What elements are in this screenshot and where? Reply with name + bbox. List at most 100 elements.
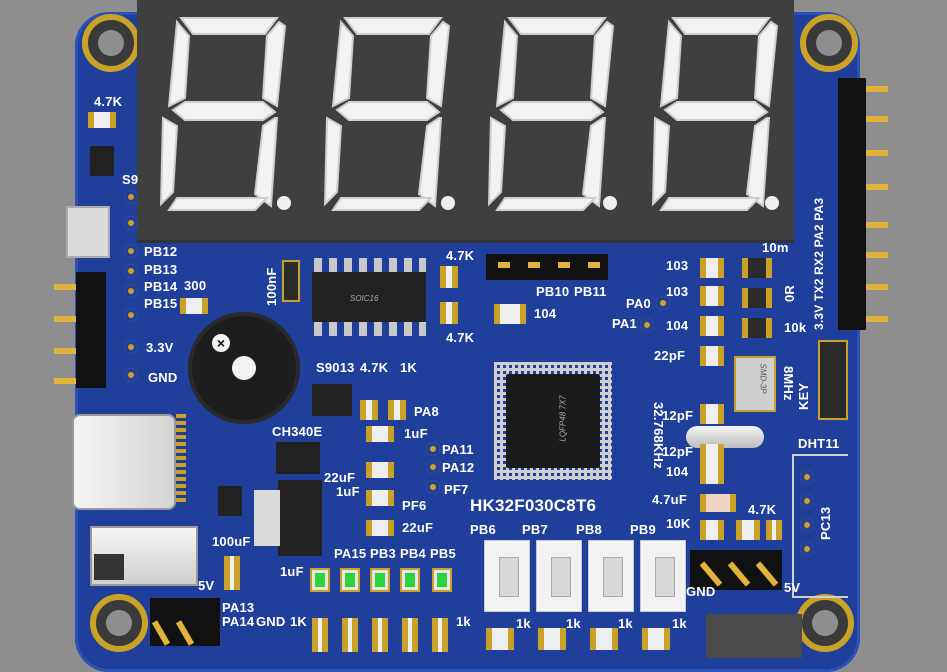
- label-104-mid: 104: [534, 306, 557, 321]
- crystal-8mhz-marking: SMD-3P: [758, 363, 768, 394]
- label-22uf-b: 22uF: [402, 520, 434, 535]
- ic-sot: [218, 486, 242, 516]
- label-4k7-bot: 4.7K: [446, 330, 475, 345]
- label-pb8: PB8: [576, 522, 602, 537]
- label-pa12: PA12: [442, 460, 475, 475]
- crystal-32k: [686, 426, 764, 448]
- label-s9013: S9013: [316, 360, 355, 375]
- led-resistor: [402, 618, 418, 652]
- button-resistor: [538, 628, 566, 650]
- pin-pa0: [656, 296, 670, 310]
- mcu-chip: [506, 374, 600, 468]
- label-pb11: PB11: [574, 284, 607, 299]
- transistor-s9: [90, 146, 114, 176]
- pin-pa12: [426, 460, 440, 474]
- right-angle-header-top: [838, 78, 866, 330]
- label-pa8: PA8: [414, 404, 439, 419]
- header-pin: [866, 222, 888, 228]
- res-r3: [742, 318, 772, 338]
- capacitor-100uf: [224, 556, 240, 590]
- dht11-outline: [792, 454, 848, 598]
- label-10m: 10m: [762, 240, 789, 255]
- label-pb9: PB9: [630, 522, 656, 537]
- pin-dht-3: [800, 518, 814, 532]
- mounting-hole-bottom-right: [796, 594, 854, 652]
- label-btn-res-1: 1k: [516, 616, 531, 631]
- resistor-1k-b: [388, 400, 406, 420]
- label-5v-left: 5V: [198, 578, 215, 593]
- capacitor-104-mid: [494, 304, 526, 324]
- label-10k: 10k: [784, 320, 807, 335]
- buzzer-plus-marker: ×: [212, 334, 230, 352]
- label-pb14: PB14: [144, 279, 178, 294]
- usb-c-connector[interactable]: [72, 414, 176, 510]
- button-pb8[interactable]: [588, 540, 634, 612]
- label-pb3: PB3: [370, 546, 396, 561]
- led-4: [400, 568, 420, 592]
- cap-4u7: [700, 494, 736, 512]
- ic-soic16: [312, 272, 426, 322]
- label-gnd-bottom: GND: [256, 614, 286, 629]
- button-pb9[interactable]: [640, 540, 686, 612]
- label-4u7: 4.7uF: [652, 492, 687, 507]
- label-led-res-1k: 1K: [290, 614, 308, 629]
- led-3: [370, 568, 390, 592]
- button-pb6[interactable]: [484, 540, 530, 612]
- resistor-4k7-b: [360, 400, 378, 420]
- label-btn-res-4: 1k: [672, 616, 687, 631]
- label-300: 300: [184, 278, 207, 293]
- label-4k7-left: 4.7K: [94, 94, 123, 109]
- button-resistor: [642, 628, 670, 650]
- label-1uf-c: 1uF: [280, 564, 304, 579]
- cap-12pf-b: [700, 444, 724, 464]
- buzzer-hole: [232, 356, 256, 380]
- cap-104-b: [700, 464, 724, 484]
- label-22uf-a: 22uF: [324, 470, 356, 485]
- capacitor-1uf-b: [366, 490, 394, 506]
- header-pin: [528, 262, 540, 268]
- label-pb4: PB4: [400, 546, 426, 561]
- label-100uf: 100uF: [212, 534, 251, 549]
- power-switch-knob[interactable]: [94, 554, 124, 580]
- mcu-label: HK32F030C8T6: [470, 496, 597, 515]
- pin-pb12: [124, 190, 138, 204]
- led-5: [432, 568, 452, 592]
- label-0r: 0R: [782, 284, 797, 302]
- mounting-hole-top-left: [82, 14, 140, 72]
- label-pb6: PB6: [470, 522, 496, 537]
- header-pin: [558, 262, 570, 268]
- reset-key[interactable]: [818, 340, 848, 420]
- pin-dht-2: [800, 494, 814, 508]
- decimal-point-2: [441, 196, 455, 210]
- decimal-point-4: [765, 196, 779, 210]
- regulator-tab: [254, 490, 280, 546]
- led-2: [340, 568, 360, 592]
- label-ch340e: CH340E: [272, 424, 323, 439]
- label-btn-res-3: 1k: [618, 616, 633, 631]
- label-pa1: PA1: [612, 316, 637, 331]
- label-pb12: PB12: [144, 244, 178, 259]
- header-pin: [498, 262, 510, 268]
- label-pc13: PC13: [818, 506, 833, 540]
- button-pb7[interactable]: [536, 540, 582, 612]
- pin-pa11: [426, 442, 440, 456]
- label-pa15: PA15: [334, 546, 367, 561]
- res-r1: [742, 258, 772, 278]
- ic-regulator: [278, 480, 322, 556]
- crystal-8mhz: [734, 356, 776, 412]
- led-resistor: [342, 618, 358, 652]
- cap-22pf: [700, 346, 724, 366]
- label-pb13: PB13: [144, 262, 178, 277]
- label-pb15: PB15: [144, 296, 178, 311]
- left-header: [76, 272, 106, 388]
- header-pin: [866, 150, 888, 156]
- label-1k: 1K: [400, 360, 418, 375]
- led-1: [310, 568, 330, 592]
- pin-dht-4: [800, 542, 814, 556]
- led-resistor: [432, 618, 448, 652]
- capacitor-100nf: [282, 260, 300, 302]
- pin-pb14: [124, 284, 138, 298]
- slide-switch-small[interactable]: [66, 206, 110, 258]
- label-pa0: PA0: [626, 296, 651, 311]
- header-pin: [866, 184, 888, 190]
